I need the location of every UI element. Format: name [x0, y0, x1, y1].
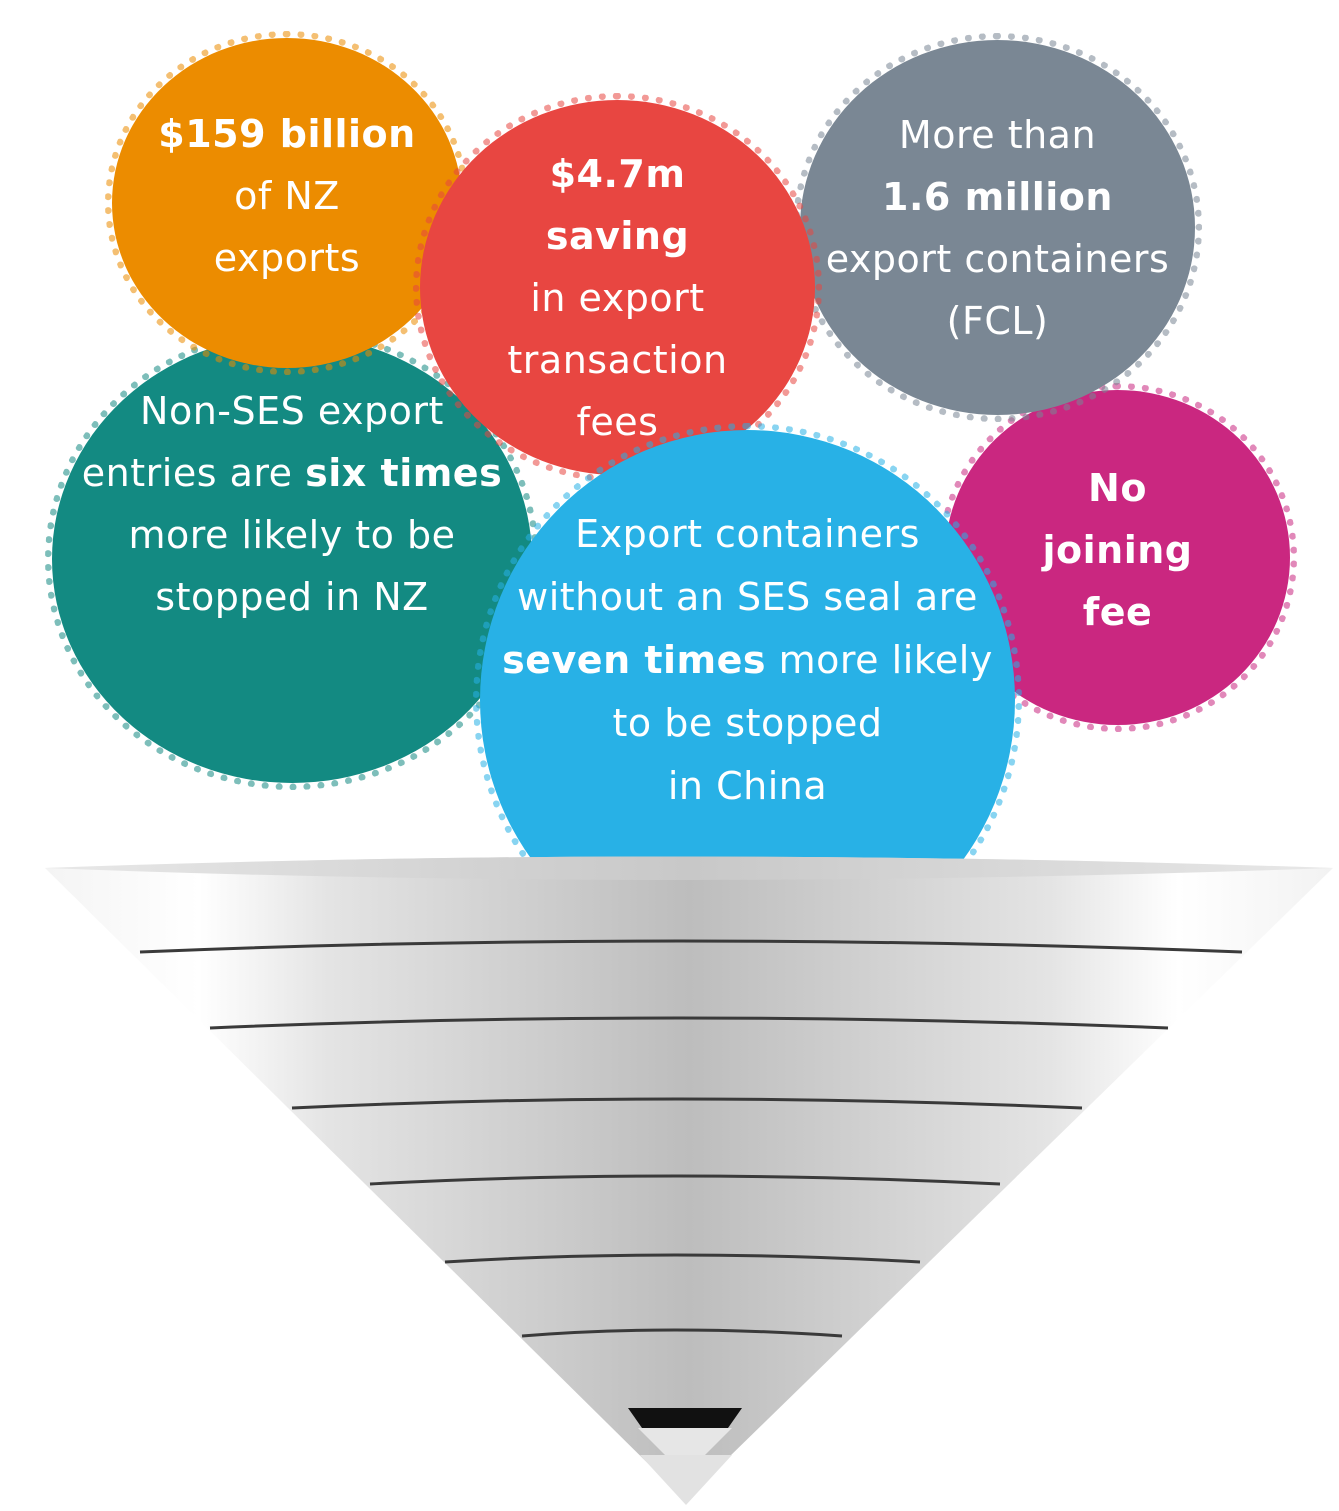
stat-line: to be stopped — [612, 700, 883, 745]
stat-text: No joining fee — [1043, 457, 1193, 643]
stat-line: fee — [1082, 590, 1153, 634]
stat-line: Non-SES export — [140, 389, 444, 433]
stat-line-part: more likely — [766, 637, 993, 682]
stat-line: stopped in NZ — [155, 575, 429, 619]
stat-bubble-export-containers: More than 1.6 million export containers … — [793, 33, 1202, 422]
stat-line: seven times more likely — [502, 629, 993, 692]
funnel-spout — [638, 1428, 732, 1460]
stat-line: fees — [576, 399, 659, 444]
stat-line: export containers — [825, 236, 1170, 281]
stat-line: without an SES seal are — [517, 574, 978, 619]
stat-line: (FCL) — [946, 298, 1049, 343]
stat-line: Export containers — [575, 511, 920, 556]
stat-line: saving — [545, 213, 690, 258]
funnel-band — [444, 1253, 921, 1264]
stat-line: 1.6 million — [882, 174, 1113, 219]
stat-text: $4.7m saving in export transaction fees — [507, 143, 727, 453]
stat-line: more likely to be — [128, 513, 456, 557]
stat-line: exports — [213, 235, 361, 280]
stat-bubble-transaction-saving: $4.7m saving in export transaction fees — [413, 93, 822, 482]
stat-line: in China — [667, 763, 828, 808]
stat-bubble-non-ses-entries: Non-SES export entries are six times mor… — [45, 328, 539, 790]
funnel-band — [291, 1097, 1083, 1110]
stat-text: Export containers without an SES seal ar… — [502, 503, 993, 818]
stat-line: entries are six times — [82, 442, 502, 504]
stat-text: More than 1.6 million export containers … — [826, 104, 1170, 352]
stat-line: in export — [530, 275, 705, 320]
stat-line: joining — [1042, 528, 1193, 572]
funnel-spout-arrow — [640, 1455, 732, 1505]
stat-bubble-china-stops: Export containers without an SES seal ar… — [473, 423, 1022, 977]
stat-bubble-nz-exports: $159 billion of NZ exports — [105, 31, 469, 375]
funnel-band — [521, 1328, 843, 1338]
stat-highlight: six times — [305, 451, 503, 495]
funnel-tip — [628, 1408, 742, 1428]
stat-line: No — [1088, 466, 1147, 510]
stat-line: More than — [898, 112, 1097, 157]
funnel-band — [369, 1174, 1001, 1186]
stat-line: $4.7m — [549, 151, 686, 196]
stat-line-part: entries are — [81, 451, 306, 495]
stat-text: $159 billion of NZ exports — [158, 103, 415, 289]
stat-line: of NZ — [234, 173, 340, 218]
stat-text: Non-SES export entries are six times mor… — [82, 380, 502, 628]
funnel-band — [209, 1016, 1169, 1030]
stat-line: transaction — [507, 337, 728, 382]
stat-line: $159 billion — [158, 111, 416, 156]
stat-highlight: seven times — [502, 637, 767, 682]
